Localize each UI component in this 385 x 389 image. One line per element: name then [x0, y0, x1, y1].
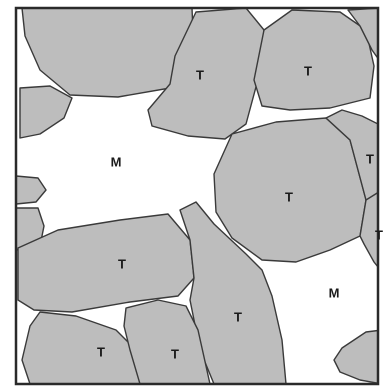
label-t-bottom-left: T: [97, 344, 105, 359]
label-t-far-right: T: [375, 227, 383, 242]
label-m-left: M: [111, 154, 122, 169]
label-t-center-large: T: [285, 189, 293, 204]
label-t-bottom-center: T: [171, 346, 179, 361]
label-m-right: M: [329, 285, 340, 300]
grain-top-right: [254, 10, 374, 110]
label-t-left-middle: T: [118, 256, 126, 271]
label-t-top-right: T: [304, 63, 312, 78]
label-t-center-tall: T: [234, 309, 242, 324]
label-t-right: T: [366, 151, 374, 166]
label-t-top-center: T: [196, 67, 204, 82]
